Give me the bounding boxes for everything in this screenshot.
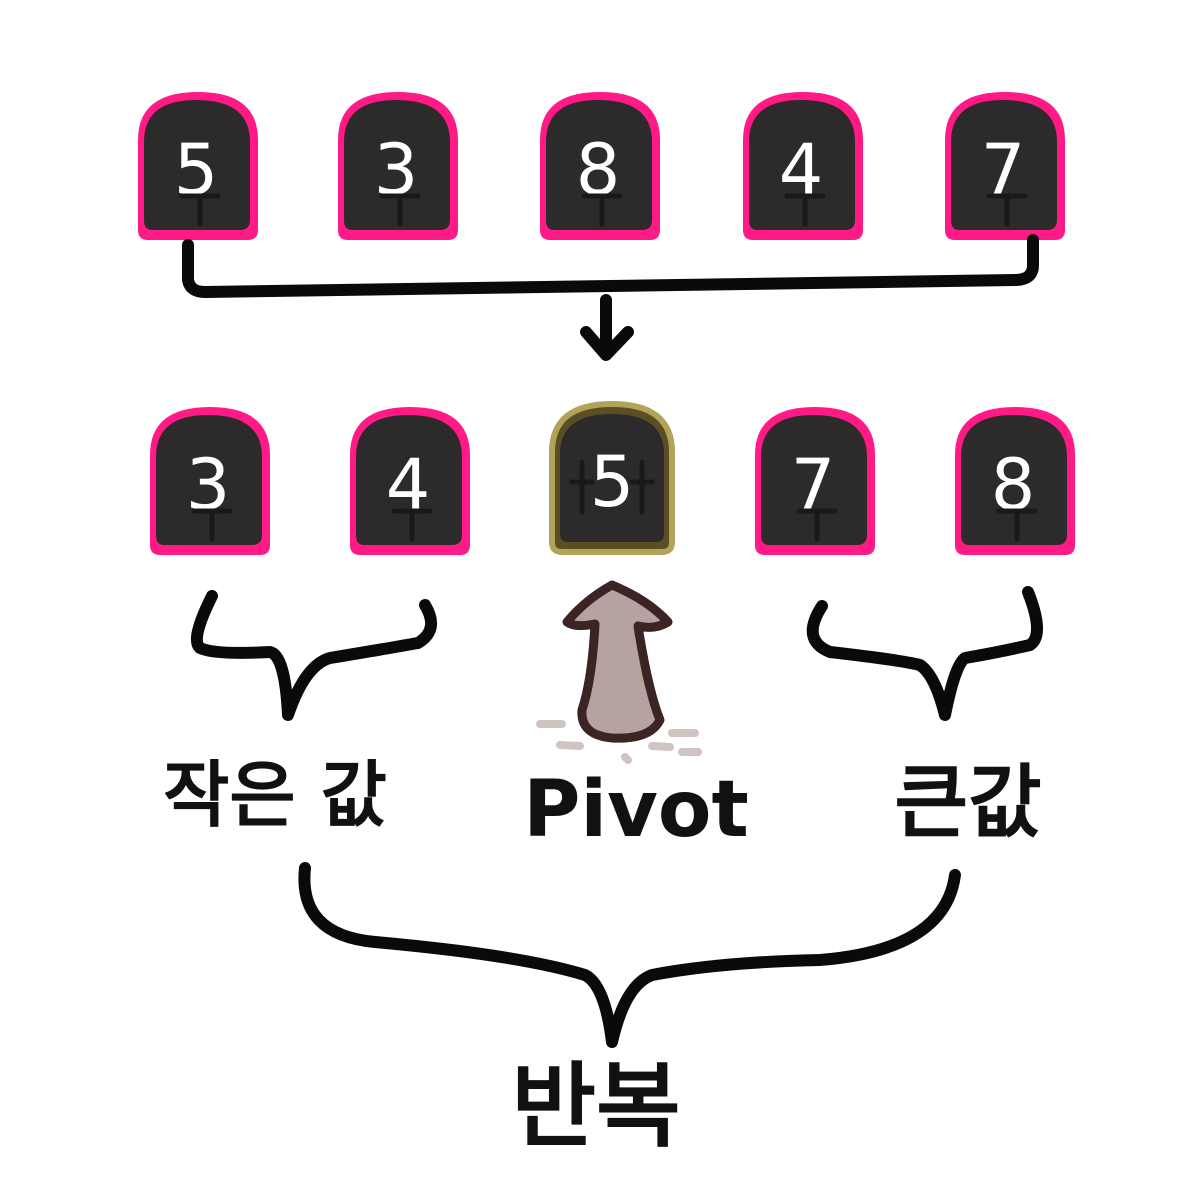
number-label: 5 xyxy=(590,441,635,523)
top-row: 5 3 8 4 7 xyxy=(138,92,1065,240)
number-label: 7 xyxy=(981,129,1026,211)
number-label: 8 xyxy=(576,129,621,211)
number-label: 5 xyxy=(174,129,219,211)
repeat-label: 반복 xyxy=(511,1053,680,1160)
mask-token: 8 xyxy=(955,407,1075,555)
mask-token: 3 xyxy=(150,407,270,555)
repeat-bracket xyxy=(298,862,961,1048)
number-label: 4 xyxy=(386,444,431,526)
mask-token: 7 xyxy=(945,92,1065,240)
pivot-arrow-icon xyxy=(536,580,702,764)
bottom-row: 3 4 5 7 8 xyxy=(150,400,1075,555)
larger-values-bracket xyxy=(806,586,1043,721)
mask-token: 4 xyxy=(743,92,863,240)
number-label: 7 xyxy=(791,444,836,526)
mask-token: 7 xyxy=(755,407,875,555)
number-label: 4 xyxy=(779,129,824,211)
larger-values-label: 큰값 xyxy=(894,756,1041,849)
pivot-mask-token: 5 xyxy=(549,400,675,555)
down-arrow-icon xyxy=(580,294,634,361)
smaller-values-bracket xyxy=(191,590,438,721)
top-bracket xyxy=(182,234,1039,298)
mask-token: 8 xyxy=(540,92,660,240)
pivot-label: Pivot xyxy=(523,765,749,855)
mask-token: 4 xyxy=(350,407,470,555)
number-label: 8 xyxy=(991,444,1036,526)
number-label: 3 xyxy=(374,129,419,211)
mask-token: 3 xyxy=(338,92,458,240)
mask-token: 5 xyxy=(138,92,258,240)
smaller-values-label: 작은 값 xyxy=(163,753,387,837)
number-label: 3 xyxy=(186,444,231,526)
